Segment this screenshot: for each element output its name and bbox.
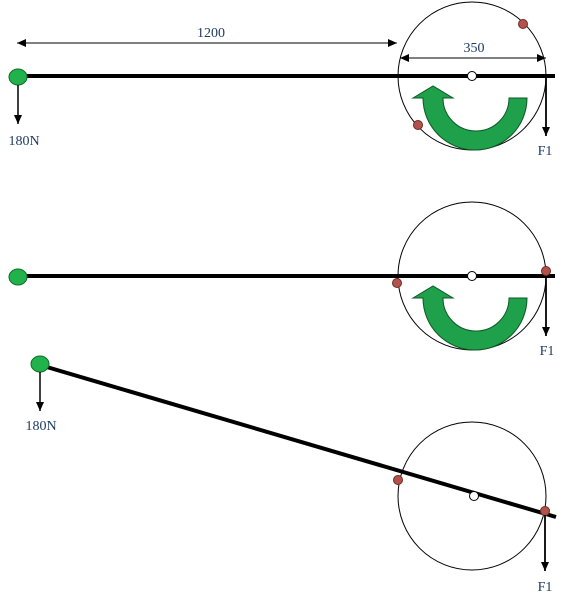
hub-point [469, 491, 479, 501]
bolt-icon [393, 475, 403, 485]
bolt-icon [518, 19, 528, 29]
lever-bar [39, 363, 557, 519]
rotation-arrow-icon [411, 85, 528, 151]
panel-middle: F1 [8, 201, 555, 359]
force-label: F1 [540, 344, 555, 359]
bolt-icon [413, 120, 423, 130]
panel-top: 1200 350 180N F1 [8, 1, 555, 159]
dimension-label-350: 350 [464, 41, 485, 56]
bolt-icon [541, 266, 551, 276]
bolt-icon [540, 506, 550, 516]
pivot-icon [8, 268, 28, 286]
rotation-arrow-icon [411, 285, 528, 351]
panel-bottom: 180N F1 [25, 355, 557, 595]
bolt-icon [392, 278, 402, 288]
load-label: 180N [25, 419, 56, 434]
hub-point [467, 71, 477, 81]
dimension-label-1200: 1200 [197, 26, 225, 41]
load-label: 180N [8, 134, 39, 149]
pivot-icon [30, 355, 50, 373]
force-label: F1 [538, 580, 553, 595]
wheel-circle [397, 421, 547, 571]
force-label: F1 [538, 144, 553, 159]
pivot-icon [8, 68, 28, 86]
hub-point [467, 271, 477, 281]
